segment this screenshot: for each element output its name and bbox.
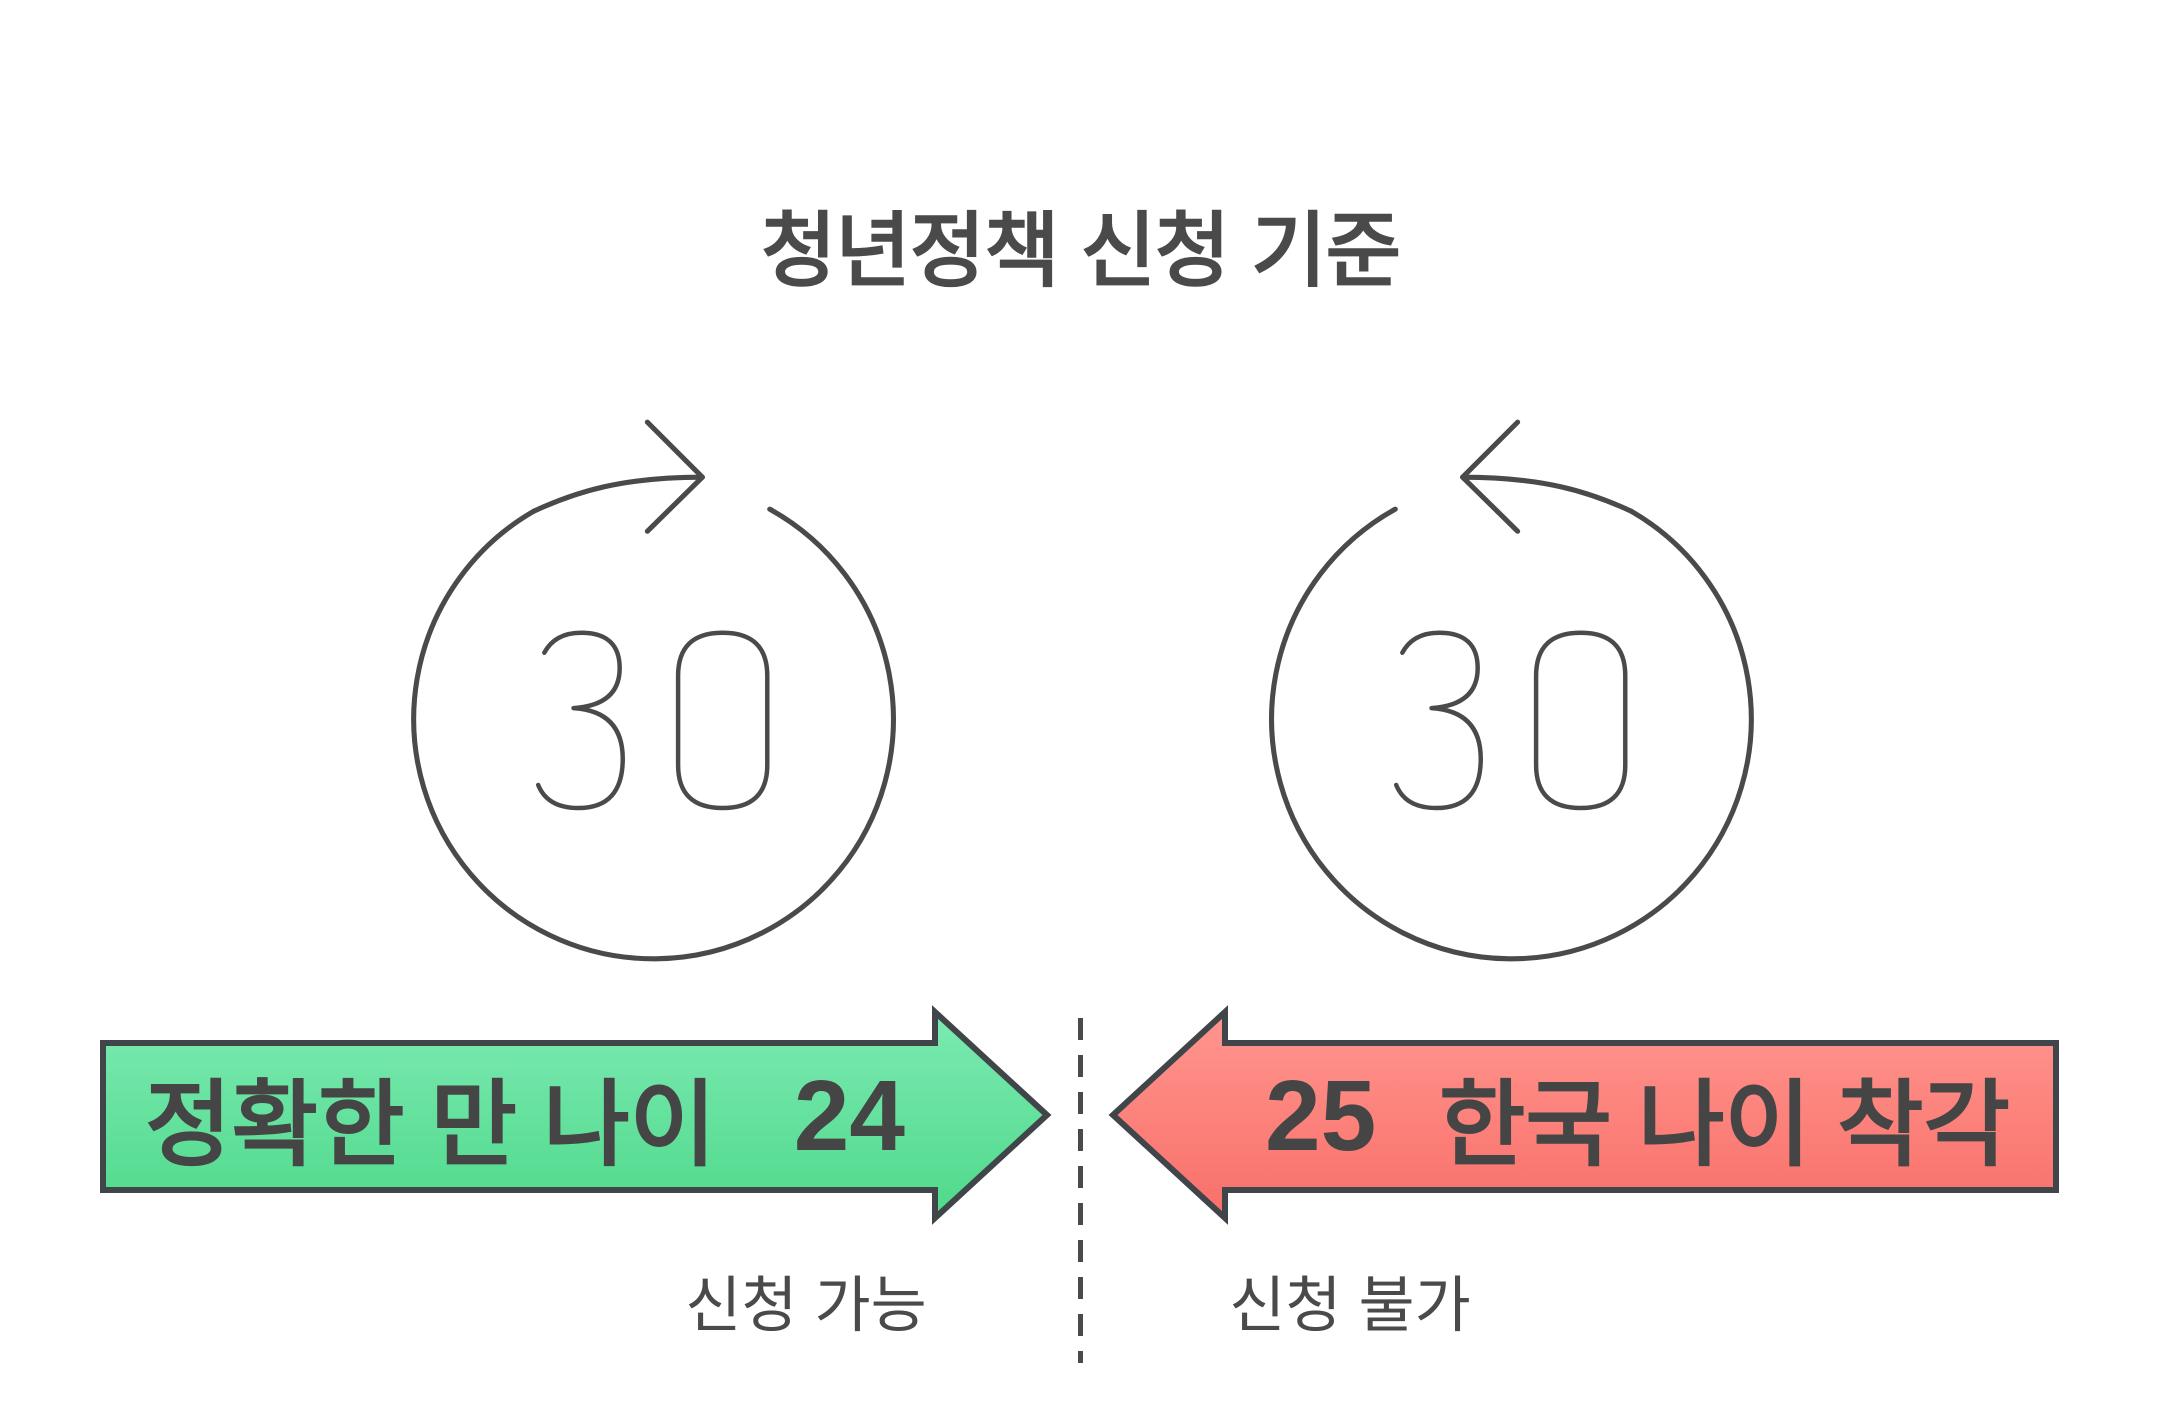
- red-arrow-text: 25 한국 나이 착각: [1225, 1043, 2056, 1190]
- rotate-arrow-circle-mirrored: [1269, 419, 1754, 962]
- korean-age-value: 25: [1265, 1060, 1377, 1172]
- thirty-digits: [535, 630, 770, 811]
- correct-age-label: 정확한 만 나이: [145, 1071, 717, 1177]
- rotate-arrow-circle: [411, 419, 896, 962]
- green-right-arrow: [100, 1005, 1052, 1225]
- correct-age-value: 24: [793, 1060, 905, 1172]
- green-arrow-text: 정확한 만 나이 24: [103, 1043, 935, 1190]
- thirty-digits: [1393, 630, 1628, 811]
- rotate-counterclockwise-30-icon: 30: [1269, 419, 1754, 962]
- rotate-clockwise-30-icon: 30: [411, 419, 896, 962]
- korean-age-label: 한국 나이 착각: [1438, 1071, 2010, 1177]
- red-left-arrow: [1108, 1005, 2059, 1225]
- page-title: 청년정책 신청 기준: [760, 206, 1401, 297]
- eligible-caption: 신청 가능: [685, 1271, 927, 1339]
- dashed-divider-line: [1078, 1018, 1083, 1363]
- ineligible-caption: 신청 불가: [1229, 1271, 1471, 1339]
